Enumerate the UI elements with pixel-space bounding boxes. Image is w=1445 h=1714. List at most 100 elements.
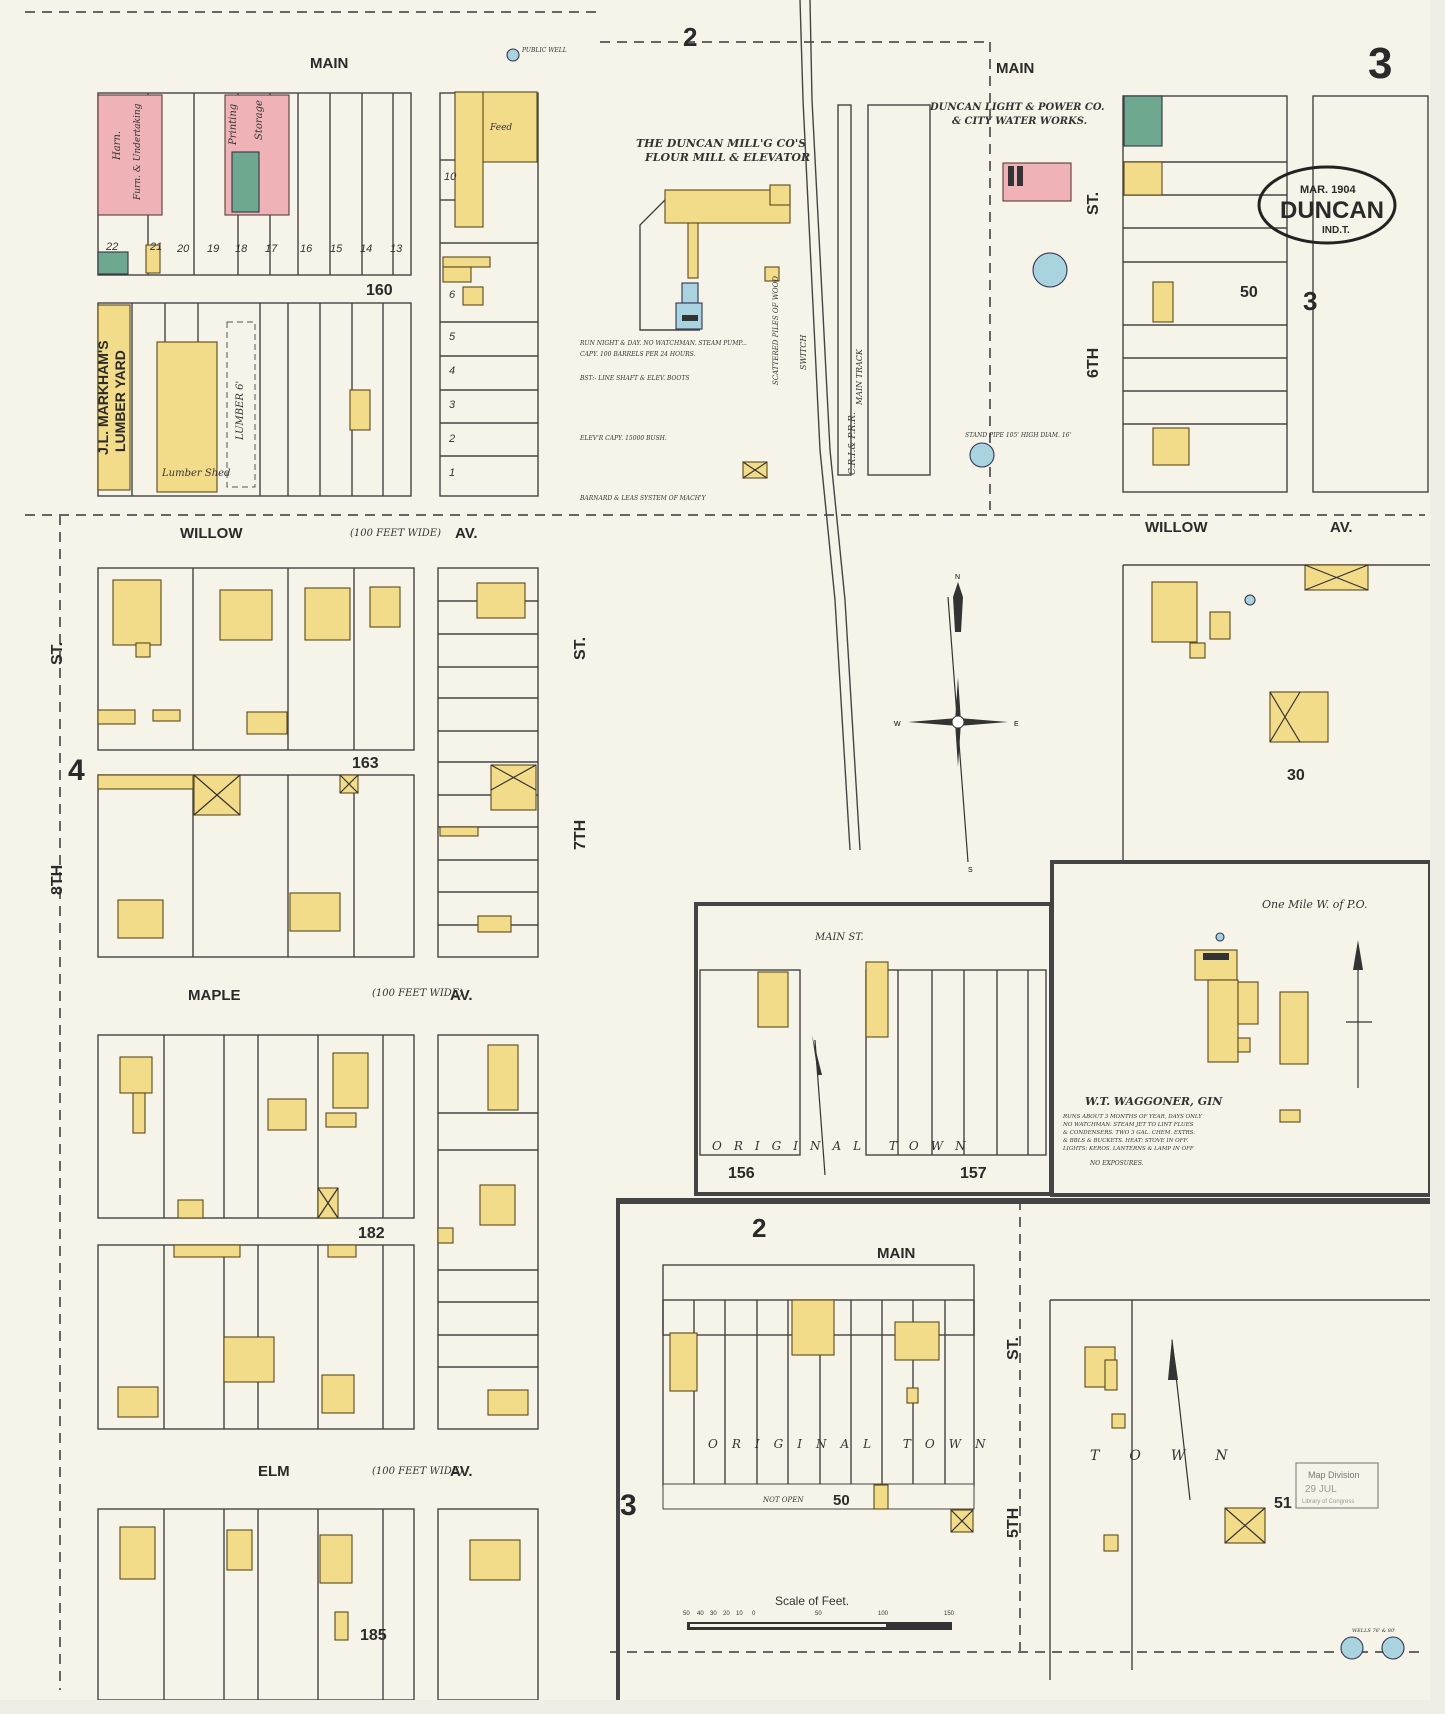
svg-text:MAIN: MAIN bbox=[877, 1245, 915, 1262]
svg-text:DUNCAN LIGHT & POWER CO.: DUNCAN LIGHT & POWER CO. bbox=[929, 102, 1104, 113]
block-30: 30 bbox=[1122, 564, 1430, 860]
svg-text:J.L. MARKHAM'S: J.L. MARKHAM'S bbox=[95, 340, 111, 455]
block-main-north: Harn. Furn. & Undertaking Printing Stora… bbox=[97, 92, 412, 276]
svg-text:40: 40 bbox=[697, 1611, 704, 1617]
svg-text:Printing: Printing bbox=[228, 104, 239, 146]
svg-text:MAPLE: MAPLE bbox=[188, 987, 241, 1004]
svg-text:4: 4 bbox=[68, 754, 85, 787]
svg-text:3: 3 bbox=[449, 399, 456, 411]
svg-text:2: 2 bbox=[683, 22, 697, 52]
svg-text:7TH: 7TH bbox=[572, 820, 589, 850]
svg-text:18: 18 bbox=[235, 243, 248, 255]
svg-text:MAIN: MAIN bbox=[310, 55, 348, 72]
svg-text:6TH: 6TH bbox=[1085, 348, 1102, 378]
svg-text:29 JUL: 29 JUL bbox=[1305, 1484, 1337, 1495]
svg-text:Storage: Storage bbox=[254, 100, 265, 140]
lumber-shed bbox=[97, 304, 131, 491]
svg-text:ST.: ST. bbox=[1085, 192, 1102, 215]
svg-text:CAPY. 100 BARRELS PER 24 HOURS: CAPY. 100 BARRELS PER 24 HOURS. bbox=[580, 351, 695, 358]
svg-text:RUN NIGHT & DAY. NO WATCHMAN.: RUN NIGHT & DAY. NO WATCHMAN. STEAM PUMP… bbox=[579, 340, 747, 347]
svg-text:ST.: ST. bbox=[572, 637, 589, 660]
block-sixth-st-east: 3 50 ST. 6TH bbox=[1085, 95, 1429, 493]
svg-text:5: 5 bbox=[449, 331, 456, 343]
svg-text:51: 51 bbox=[1274, 1495, 1292, 1512]
svg-text:20: 20 bbox=[723, 1611, 730, 1617]
svg-text:MAR. 1904: MAR. 1904 bbox=[1300, 184, 1357, 196]
block-163: 163 4 8TH 7TH bbox=[49, 567, 589, 958]
svg-text:50: 50 bbox=[1240, 284, 1258, 301]
svg-text:(100 FEET WIDE): (100 FEET WIDE) bbox=[350, 528, 441, 539]
svg-text:4: 4 bbox=[449, 365, 455, 377]
lumber-shed-large bbox=[156, 341, 218, 493]
svg-text:Map Division: Map Division bbox=[1308, 1470, 1360, 1480]
svg-text:20: 20 bbox=[176, 243, 190, 255]
svg-text:C.R.I.& P.R.R.: C.R.I.& P.R.R. bbox=[848, 412, 858, 475]
svg-text:50: 50 bbox=[683, 1611, 690, 1617]
svg-text:185: 185 bbox=[360, 1627, 387, 1644]
svg-text:2: 2 bbox=[448, 433, 455, 445]
svg-text:MAIN ST.: MAIN ST. bbox=[814, 932, 864, 943]
svg-text:ELM: ELM bbox=[258, 1463, 290, 1480]
svg-text:E: E bbox=[1014, 721, 1019, 728]
title-cartouche: 3 MAR. 1904 DUNCAN IND.T. bbox=[1257, 39, 1397, 245]
svg-text:AV.: AV. bbox=[1330, 519, 1353, 536]
svg-text:W.T. WAGGONER, GIN: W.T. WAGGONER, GIN bbox=[1085, 1095, 1223, 1108]
block-182: 182 bbox=[97, 1034, 539, 1430]
svg-text:& CONDENSERS. TWO 3 GAL. CHEM.: & CONDENSERS. TWO 3 GAL. CHEM. EXTRS. bbox=[1063, 1130, 1195, 1136]
svg-text:Lumber Shed: Lumber Shed bbox=[161, 468, 230, 479]
svg-text:3: 3 bbox=[1303, 286, 1317, 316]
reservoir-icon bbox=[1032, 252, 1068, 288]
svg-text:157: 157 bbox=[960, 1165, 987, 1182]
svg-text:AV.: AV. bbox=[450, 1463, 473, 1480]
svg-text:0: 0 bbox=[752, 1611, 756, 1617]
svg-text:50: 50 bbox=[815, 1611, 822, 1617]
svg-text:WILLOW: WILLOW bbox=[1145, 519, 1208, 536]
svg-text:15: 15 bbox=[330, 243, 343, 255]
svg-text:ST.: ST. bbox=[1005, 1337, 1022, 1360]
svg-text:100: 100 bbox=[878, 1611, 889, 1617]
svg-text:10: 10 bbox=[444, 171, 457, 183]
svg-text:160: 160 bbox=[366, 282, 393, 299]
svg-text:WELLS 76' & 80': WELLS 76' & 80' bbox=[1352, 1628, 1396, 1634]
svg-text:1: 1 bbox=[449, 467, 455, 479]
svg-text:16: 16 bbox=[300, 243, 313, 255]
svg-text:50: 50 bbox=[833, 1492, 850, 1509]
svg-text:MAIN: MAIN bbox=[996, 60, 1034, 77]
svg-text:S: S bbox=[968, 867, 973, 874]
inset-waggoner-gin: One Mile W. of P.O. W.T. WAGGONER, GIN R… bbox=[1050, 860, 1432, 1197]
svg-text:Library of Congress: Library of Congress bbox=[1302, 1499, 1354, 1505]
svg-text:RUNS ABOUT 3 MONTHS OF YEAR, D: RUNS ABOUT 3 MONTHS OF YEAR, DAYS ONLY bbox=[1062, 1114, 1203, 1120]
svg-text:AV.: AV. bbox=[455, 525, 478, 542]
svg-text:WILLOW: WILLOW bbox=[180, 525, 243, 542]
svg-text:2: 2 bbox=[752, 1213, 766, 1243]
svg-text:13: 13 bbox=[390, 243, 403, 255]
svg-text:21: 21 bbox=[149, 241, 162, 253]
svg-text:STAND PIPE 105' HIGH DIAM. 16': STAND PIPE 105' HIGH DIAM. 16' bbox=[965, 432, 1071, 439]
svg-text:NOT OPEN: NOT OPEN bbox=[762, 1496, 804, 1504]
svg-text:FLOUR MILL & ELEVATOR: FLOUR MILL & ELEVATOR bbox=[644, 151, 810, 164]
svg-text:Feed: Feed bbox=[489, 123, 512, 133]
light-power-co: MAIN DUNCAN LIGHT & POWER CO. & CITY WAT… bbox=[929, 60, 1104, 468]
svg-text:(100 FEET WIDE): (100 FEET WIDE) bbox=[372, 1466, 463, 1477]
svg-text:17: 17 bbox=[265, 243, 278, 255]
compass-rose: N S E W bbox=[894, 574, 1019, 874]
svg-text:(100 FEET WIDE): (100 FEET WIDE) bbox=[372, 988, 463, 999]
svg-text:AV.: AV. bbox=[450, 987, 473, 1004]
block-50: 2 MAIN NOT OPEN 50 ORIGINAL TOWN 3 ST. 5… bbox=[616, 1198, 1432, 1700]
svg-text:30: 30 bbox=[710, 1611, 717, 1617]
svg-text:14: 14 bbox=[360, 243, 372, 255]
svg-text:Harn.: Harn. bbox=[112, 131, 123, 161]
svg-text:ST.: ST. bbox=[49, 642, 66, 665]
block-160: J.L. MARKHAM'S LUMBER YARD Lumber Shed L… bbox=[95, 282, 412, 497]
svg-text:PUBLIC WELL: PUBLIC WELL bbox=[521, 47, 567, 54]
duncan-mill: THE DUNCAN MILL'G CO'S FLOUR MILL & ELEV… bbox=[579, 0, 931, 851]
svg-text:NO EXPOSURES.: NO EXPOSURES. bbox=[1089, 1160, 1144, 1167]
svg-text:30: 30 bbox=[1287, 767, 1305, 784]
svg-text:BARNARD & LEAS SYSTEM OF MACH': BARNARD & LEAS SYSTEM OF MACH'Y bbox=[579, 495, 707, 502]
public-well-icon bbox=[506, 48, 520, 62]
svg-text:Furn. & Undertaking: Furn. & Undertaking bbox=[133, 103, 143, 201]
svg-text:ORIGINAL TOWN: ORIGINAL TOWN bbox=[712, 1139, 978, 1153]
